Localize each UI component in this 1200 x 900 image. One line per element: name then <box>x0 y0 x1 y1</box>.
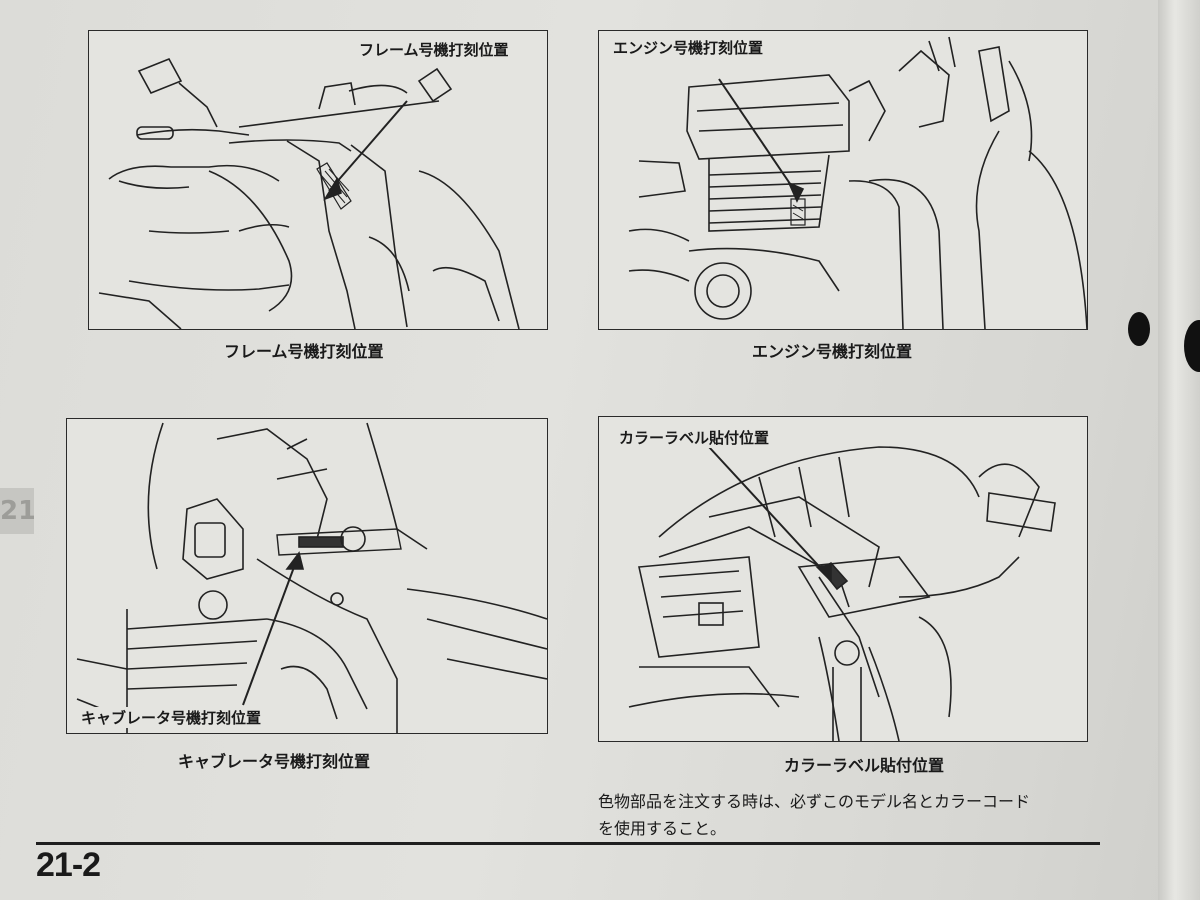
color-label-caption: カラーラベル貼付位置 <box>784 756 945 775</box>
engine-number-callout: エンジン号機打刻位置 <box>611 37 766 58</box>
note-line-1: 色物部品を注文する時は、必ずこのモデル名とカラーコード <box>598 792 1031 811</box>
note-line-2: を使用すること。 <box>598 819 727 838</box>
engine-number-diagram: エンジン号機打刻位置 <box>598 30 1088 330</box>
footer-rule <box>36 842 1100 845</box>
frame-line-art <box>98 57 520 329</box>
frame-number-diagram: フレーム号機打刻位置 <box>88 30 548 330</box>
color-label-line-art <box>628 446 1056 741</box>
carburetor-line-art <box>76 422 547 733</box>
section-tab: 21 <box>0 488 34 534</box>
next-page-edge <box>1158 0 1200 900</box>
color-label-callout: カラーラベル貼付位置 <box>617 427 772 448</box>
engine-number-caption: エンジン号機打刻位置 <box>752 342 913 361</box>
binder-hole <box>1128 312 1150 346</box>
frame-number-caption: フレーム号機打刻位置 <box>224 342 384 361</box>
frame-number-callout: フレーム号機打刻位置 <box>357 39 511 60</box>
color-parts-note: 色物部品を注文する時は、必ずこのモデル名とカラーコード を使用すること。 <box>598 788 1118 842</box>
engine-line-art <box>628 36 1087 329</box>
binder-hole <box>1184 320 1200 372</box>
page-number: 21-2 <box>36 846 101 884</box>
carburetor-number-caption: キャブレータ号機打刻位置 <box>178 752 371 771</box>
color-label-diagram: カラーラベル貼付位置 <box>598 416 1088 742</box>
carburetor-number-callout: キャブレータ号機打刻位置 <box>79 707 264 728</box>
carburetor-number-diagram: キャブレータ号機打刻位置 <box>66 418 548 734</box>
